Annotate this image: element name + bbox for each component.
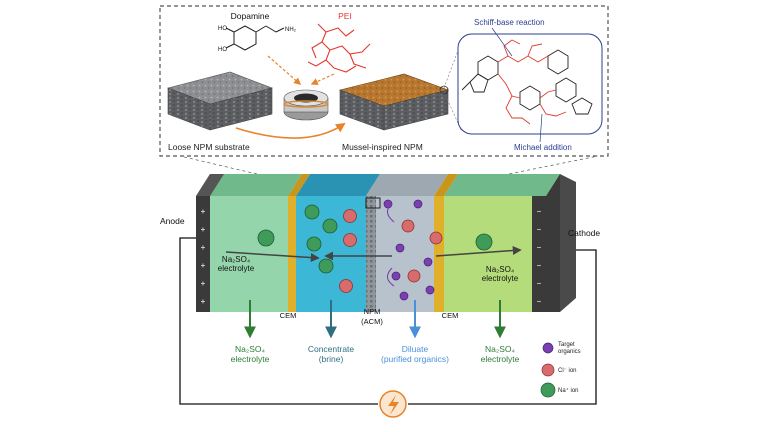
cl-ion (401, 219, 415, 233)
anode-plus-5: + (201, 279, 206, 288)
anode-plate (196, 196, 210, 312)
na-ions (257, 204, 493, 274)
na-ion (306, 236, 322, 252)
legend-na-swatch (540, 382, 556, 398)
outlet-diluate: Diluate(purified organics) (381, 344, 449, 364)
pei-structure (307, 23, 371, 73)
dopamine-label: Dopamine (231, 11, 270, 21)
cathode-minus-5: − (537, 279, 542, 288)
chemistry-bubble (457, 33, 603, 135)
top-face-grey (366, 174, 448, 196)
cl-ion (343, 209, 357, 223)
schiff-label: Schiff-base reaction (474, 18, 545, 27)
cl-ion (339, 279, 353, 293)
zoom-spot (439, 85, 449, 95)
cl-ions (339, 209, 443, 293)
rejection-arrow-bottom (386, 267, 395, 287)
organic-molecule (413, 199, 423, 209)
na-ion (322, 218, 338, 234)
outlet-concentrate: Concentrate(brine) (308, 344, 355, 364)
cathode-minus-2: − (537, 225, 542, 234)
loose-npm-substrate (167, 71, 273, 131)
crosslink-structure (461, 39, 593, 125)
top-face-left-green (196, 174, 302, 196)
legend-cl-label: Cl⁻ ion (558, 368, 577, 374)
acm-label: (ACM) (361, 317, 383, 326)
na-migration-arrow-left (225, 251, 320, 263)
anode-plus-2: + (201, 225, 206, 234)
cl-ion (429, 231, 443, 245)
inset-panel: Dopamine HO HO NH₂ PEI Loose NPM substra… (159, 5, 609, 157)
na-migration-arrow-right (435, 246, 522, 257)
organic-molecule (395, 243, 405, 253)
organic-molecule (425, 285, 435, 295)
cem-right-label: CEM (442, 311, 459, 320)
organic-molecule (423, 257, 433, 267)
dopamine-ho-top: HO (218, 26, 227, 32)
dopamine-arrow (267, 55, 302, 85)
rejection-arrow-top (386, 203, 395, 223)
circuit-wire (179, 237, 597, 405)
anode-plus-6: + (201, 297, 206, 306)
pei-label: PEI (338, 11, 352, 21)
na-ion (475, 233, 493, 251)
top-face-cem-left (288, 174, 310, 196)
anode-plus-1: + (201, 207, 206, 216)
cathode-minus-3: − (537, 243, 542, 252)
dopamine-nh2: NH₂ (285, 27, 297, 33)
legend-na-label: Na⁺ ion (558, 387, 579, 394)
side-face-right (560, 174, 576, 312)
schiff-pointer (491, 27, 513, 57)
ed-cell: + + + + + + − − − − − − (196, 174, 576, 312)
cathode-plate (532, 196, 546, 312)
legend-cl-swatch (541, 363, 555, 377)
npm-zoom-box (365, 197, 381, 209)
cl-ion (343, 233, 357, 247)
dopamine-ho-bottom: HO (218, 47, 227, 53)
michael-pointer (539, 113, 543, 143)
dopamine-structure (225, 25, 285, 51)
cathode-minus-6: − (537, 297, 542, 306)
cathode-minus-1: − (537, 207, 542, 216)
michael-label: Michael addition (514, 143, 572, 152)
process-arrow (235, 122, 346, 139)
mussel-label: Mussel-inspired NPM (342, 142, 423, 152)
pei-arrow (310, 73, 335, 85)
organic-molecule (383, 199, 393, 209)
na-ion (318, 258, 334, 274)
npm-label: NPM (364, 307, 381, 316)
na-ion (257, 229, 275, 247)
cathode-label: Cathode (568, 228, 600, 238)
anode-plus-3: + (201, 243, 206, 252)
power-source-icon (379, 390, 407, 418)
membrane-cem-right (434, 196, 444, 312)
reactor-dish (283, 89, 329, 121)
na-ion (304, 204, 320, 220)
cem-left-label: CEM (280, 311, 297, 320)
cl-ion (407, 269, 421, 283)
substrate-label: Loose NPM substrate (168, 142, 250, 152)
mussel-npm (338, 73, 450, 131)
cathode-minus-4: − (537, 261, 542, 270)
zoom-line-top (443, 39, 463, 89)
organic-molecule (399, 291, 409, 301)
legend-target-swatch (542, 342, 554, 354)
top-face-right-green (444, 174, 560, 196)
anode-top (196, 174, 224, 196)
organic-molecule (391, 271, 401, 281)
top-face-cem-right (434, 174, 458, 196)
membrane-cem-left (288, 196, 296, 312)
side-face-inner (546, 174, 560, 312)
membrane-npm (366, 196, 376, 312)
anode-label: Anode (160, 216, 185, 226)
anode-plus-4: + (201, 261, 206, 270)
top-face-cyan (296, 174, 380, 196)
